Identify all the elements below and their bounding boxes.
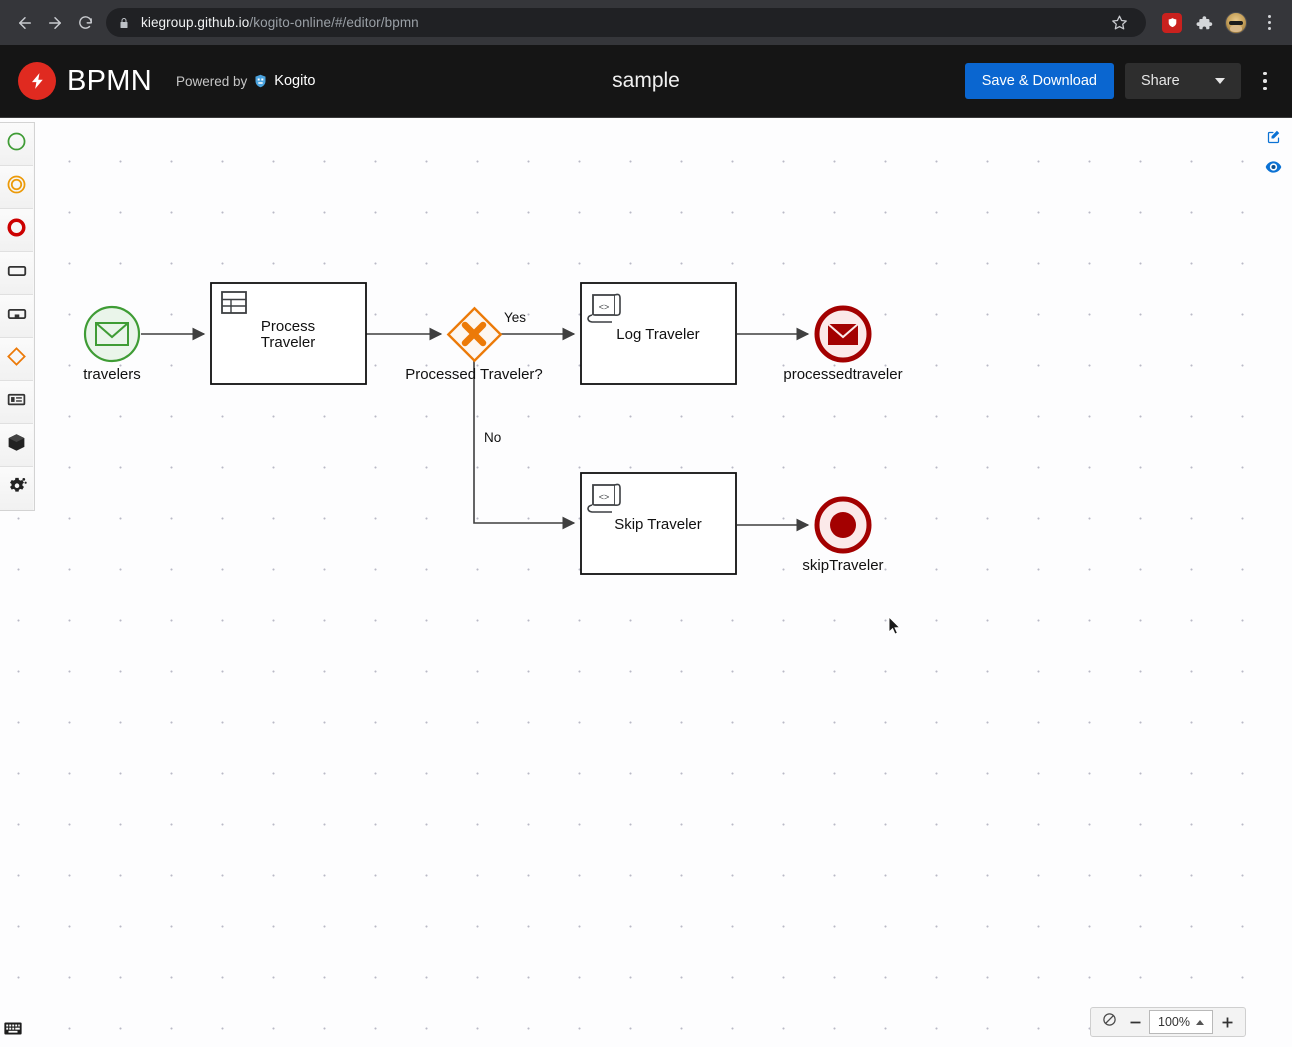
share-label: Share: [1141, 73, 1180, 89]
zoom-level-value: 100%: [1158, 1015, 1190, 1029]
back-arrow-icon[interactable]: [10, 8, 40, 38]
table-grid-icon: [221, 291, 247, 314]
orange-diamond-icon: [6, 346, 27, 372]
zoom-reset-button[interactable]: [1097, 1009, 1121, 1035]
browser-toolbar: kiegroup.github.io/kogito-online/#/edito…: [0, 0, 1292, 45]
end-event-label: processedtraveler: [783, 366, 902, 383]
zoom-controls: 100%: [1090, 1007, 1246, 1037]
bpmn-diagram[interactable]: travelers Process Traveler Processed Tra…: [0, 118, 1292, 1047]
green-circle-icon: [6, 131, 27, 157]
end-event-label: skipTraveler: [802, 557, 883, 574]
node-script-task-skip[interactable]: <> Skip Traveler: [580, 472, 737, 575]
powered-prefix: Powered by: [176, 73, 248, 89]
edit-properties-button[interactable]: [1260, 124, 1286, 154]
script-scroll-icon: <>: [587, 293, 621, 323]
svg-text:<>: <>: [599, 302, 610, 312]
forward-arrow-icon[interactable]: [40, 8, 70, 38]
flow-label-no: No: [484, 430, 501, 445]
flow-gateway-no[interactable]: [473, 361, 576, 530]
filled-circle-icon: [830, 512, 856, 538]
star-icon[interactable]: [1104, 8, 1134, 38]
extensions-puzzle-icon[interactable]: [1192, 11, 1216, 35]
gears-icon: [6, 475, 28, 502]
url-path: /kogito-online/#/editor/bpmn: [249, 15, 419, 30]
header-actions: Save & Download Share: [964, 63, 1278, 99]
palette-item-start-event[interactable]: [0, 123, 33, 166]
app-header: BPMN Powered by Kogito sample Save & Dow…: [0, 45, 1292, 117]
palette-item-gateway[interactable]: [0, 338, 33, 381]
ublock-extension-icon[interactable]: [1160, 11, 1184, 35]
powered-brand: Kogito: [274, 73, 316, 89]
node-terminate-end-event[interactable]: skipTraveler: [802, 496, 884, 574]
task-label: Skip Traveler: [614, 516, 702, 533]
envelope-icon: [95, 322, 129, 346]
task-label: Log Traveler: [616, 326, 699, 343]
zoom-in-button[interactable]: [1215, 1009, 1239, 1035]
reload-icon[interactable]: [70, 8, 100, 38]
x-cross-icon: [461, 321, 487, 347]
zoom-out-button[interactable]: [1123, 1009, 1147, 1035]
script-scroll-icon: <>: [587, 483, 621, 513]
gateway-label: Processed Traveler?: [405, 366, 543, 383]
keyboard-icon: [4, 1022, 22, 1039]
keyboard-shortcuts-button[interactable]: [4, 1022, 22, 1040]
rounded-rectangle-icon: [6, 260, 28, 287]
red-thick-circle-icon: [6, 217, 27, 243]
node-message-start-event[interactable]: travelers: [83, 305, 141, 383]
pencil-square-icon: [1266, 129, 1281, 149]
node-script-task-log[interactable]: <> Log Traveler: [580, 282, 737, 385]
task-label-line2: Traveler: [261, 334, 315, 351]
share-button[interactable]: Share: [1125, 63, 1241, 99]
sequence-flows: [141, 327, 810, 532]
more-menu-button[interactable]: [1252, 64, 1278, 98]
palette-item-task[interactable]: [0, 252, 33, 295]
kogito-mascot-icon: [253, 73, 268, 89]
brand-title: BPMN: [67, 64, 152, 97]
chrome-menu-icon[interactable]: [1256, 8, 1282, 38]
zoom-level-select[interactable]: 100%: [1149, 1010, 1213, 1034]
palette-item-intermediate-event[interactable]: [0, 166, 33, 209]
url-domain: kiegroup.github.io: [141, 15, 250, 30]
profile-avatar[interactable]: [1224, 11, 1248, 35]
task-label-line1: Process: [261, 318, 315, 335]
url-text: kiegroup.github.io/kogito-online/#/edito…: [141, 15, 419, 30]
node-message-end-event[interactable]: processedtraveler: [783, 305, 903, 383]
no-zoom-reset-icon: [1102, 1012, 1117, 1032]
cube-icon: [6, 432, 27, 458]
chevron-up-icon: [1195, 1019, 1204, 1025]
orange-double-circle-icon: [6, 174, 27, 200]
palette-item-data-object[interactable]: [0, 381, 33, 424]
node-exclusive-gateway[interactable]: Processed Traveler? Yes No: [405, 306, 543, 445]
subprocess-rectangle-icon: [6, 303, 28, 330]
eye-icon: [1265, 160, 1282, 179]
flow-label-yes: Yes: [504, 310, 526, 325]
lock-icon: [118, 16, 130, 30]
palette-item-custom-task[interactable]: [0, 424, 33, 467]
extension-icons: [1160, 8, 1282, 38]
envelope-icon: [827, 323, 859, 345]
palette-item-subprocess[interactable]: [0, 295, 33, 338]
editor-canvas[interactable]: 100% travelers: [0, 117, 1292, 1047]
preview-button[interactable]: [1260, 154, 1286, 184]
svg-text:<>: <>: [599, 492, 610, 502]
editor-tool-rail: [1260, 124, 1288, 184]
chevron-down-icon: [1215, 78, 1225, 84]
node-business-rule-task[interactable]: Process Traveler: [210, 282, 367, 385]
powered-by: Powered by Kogito: [176, 73, 315, 89]
palette-item-service-tasks[interactable]: [0, 467, 33, 510]
shape-palette: [0, 122, 35, 511]
start-event-label: travelers: [83, 366, 141, 383]
save-and-download-button[interactable]: Save & Download: [964, 63, 1114, 99]
palette-item-end-event[interactable]: [0, 209, 33, 252]
address-bar[interactable]: kiegroup.github.io/kogito-online/#/edito…: [106, 8, 1146, 37]
bpmn-bolt-logo: [18, 62, 56, 100]
brand: BPMN Powered by Kogito: [18, 62, 315, 100]
data-list-icon: [6, 389, 27, 415]
